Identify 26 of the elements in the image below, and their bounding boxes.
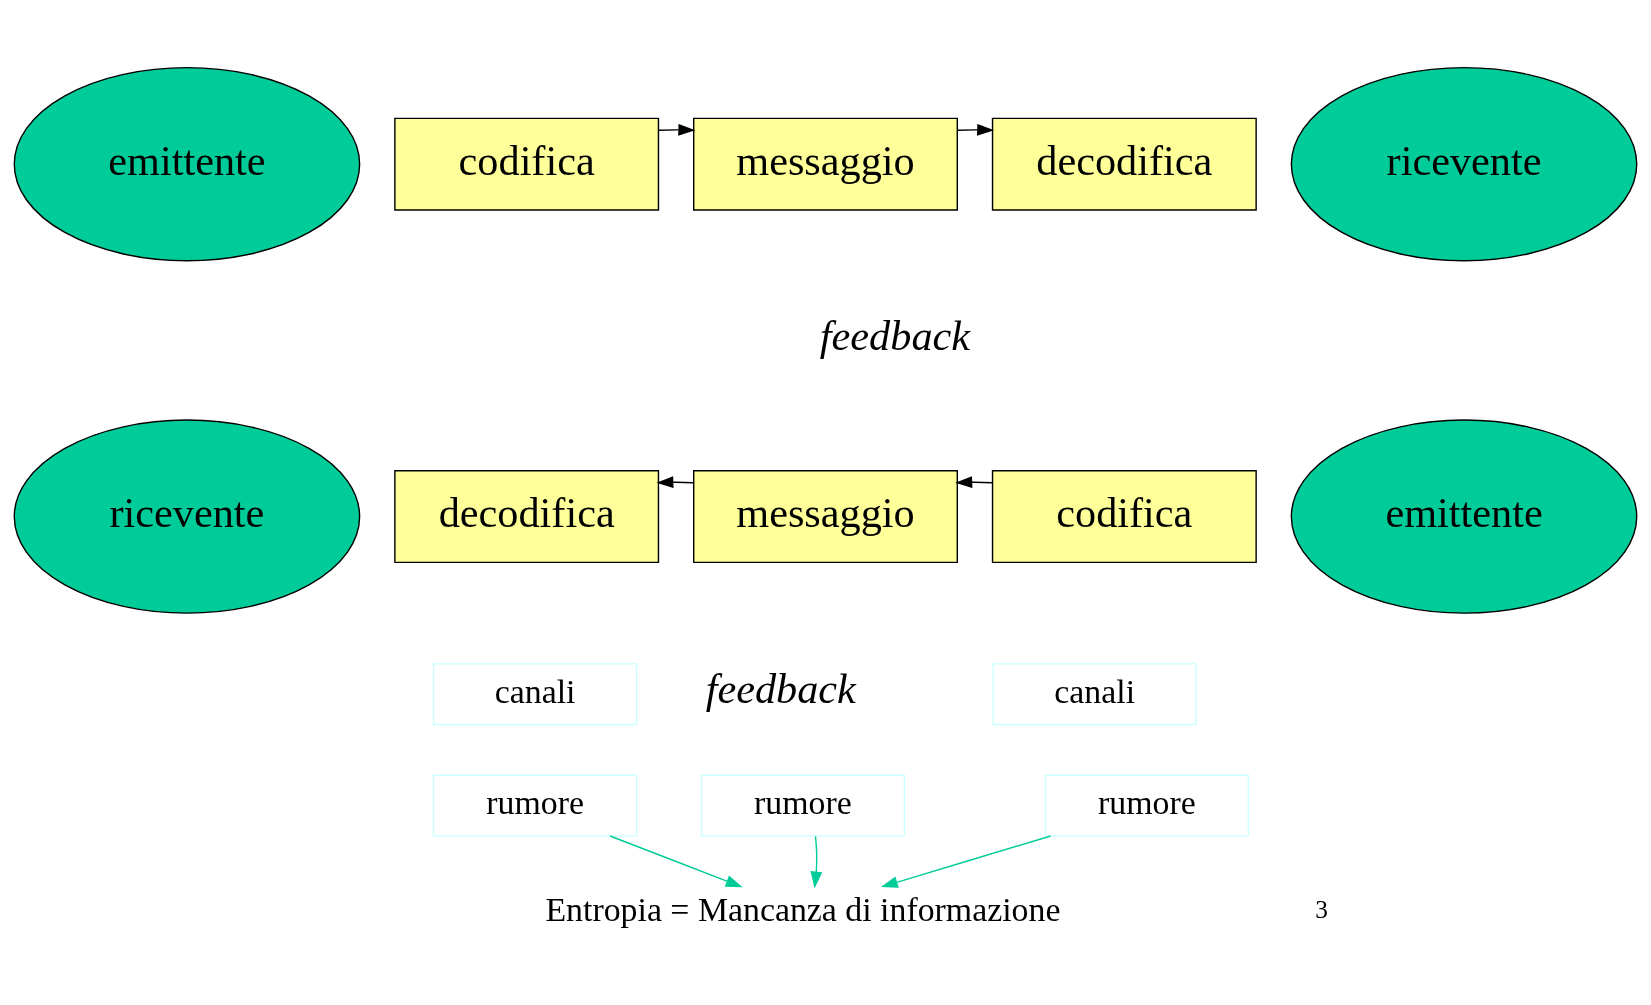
node-box: codifica xyxy=(394,117,660,211)
node-box: decodifica xyxy=(991,117,1257,211)
node-box: rumore xyxy=(700,774,906,837)
arrow xyxy=(656,476,694,489)
node-box: messaggio xyxy=(693,117,958,211)
node-ellipse: ricevente xyxy=(13,419,361,614)
arrow xyxy=(956,123,995,136)
node-box: rumore xyxy=(432,774,638,837)
node-box: canali xyxy=(432,663,638,726)
node-text: Entropia = Mancanza di informazione xyxy=(545,890,1061,928)
arrow xyxy=(657,123,696,136)
arrow xyxy=(609,835,743,888)
arrow xyxy=(955,476,993,489)
arrow xyxy=(810,835,823,889)
node-box: codifica xyxy=(991,470,1257,564)
node-box: decodifica xyxy=(394,470,660,564)
node-ellipse: emittente xyxy=(1290,419,1638,614)
label: feedback xyxy=(819,311,971,359)
label: 3 xyxy=(1315,895,1329,924)
node-box: messaggio xyxy=(693,470,958,564)
node-ellipse: emittente xyxy=(13,66,361,262)
node-box: rumore xyxy=(1044,774,1250,837)
label: feedback xyxy=(705,665,856,713)
node-ellipse: ricevente xyxy=(1290,66,1638,262)
arrow xyxy=(880,835,1052,888)
node-box: canali xyxy=(992,663,1197,726)
